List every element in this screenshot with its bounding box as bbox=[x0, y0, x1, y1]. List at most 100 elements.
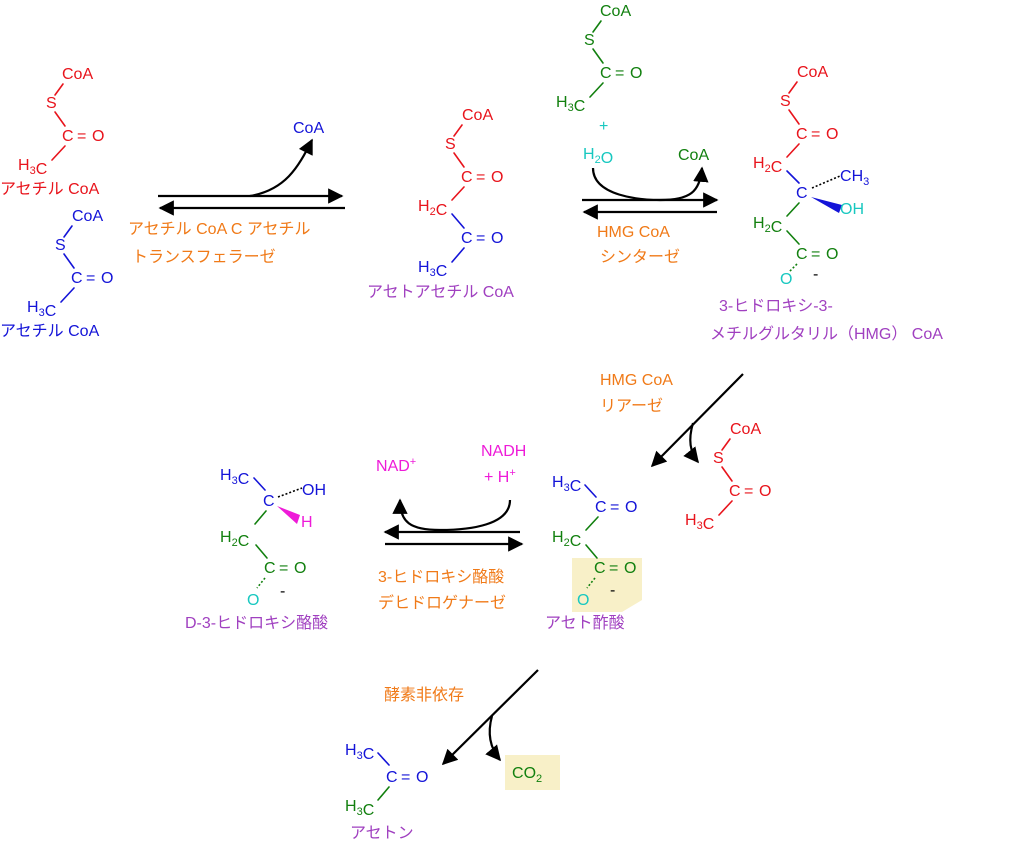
double-bond-label: = bbox=[811, 246, 820, 263]
hmg-synthase-line1: HMG CoA bbox=[597, 224, 670, 241]
methylene-label: H2C bbox=[753, 215, 782, 236]
double-bond-label: = bbox=[279, 560, 288, 577]
oxygen-label: O bbox=[759, 483, 771, 500]
methyl-label: H3C bbox=[345, 798, 374, 819]
hmg-synthase-reaction-arrows: CoA HMG CoA シンターゼ bbox=[582, 147, 719, 266]
acetyl-coa-name: アセチル CoA bbox=[0, 323, 100, 340]
acetyl-coa-green-structure: CoA S C = O H3C + H2O bbox=[556, 3, 642, 167]
plus-sign: + bbox=[599, 118, 608, 135]
acetoacetyl-coa-name: アセトアセチル CoA bbox=[367, 284, 514, 301]
bdh-enzyme-line2: デヒドロゲナーゼ bbox=[378, 593, 506, 612]
coa-label: CoA bbox=[600, 3, 631, 20]
hmg-coa-structure: CoA S C = O H2C C CH3 OH H2C C = O O - 3… bbox=[710, 64, 943, 343]
hmg-lyase-line1: HMG CoA bbox=[600, 372, 673, 389]
methyl-group-label: CH3 bbox=[840, 168, 869, 188]
carboxylate-highlight bbox=[572, 558, 642, 612]
methylene-label: H2C bbox=[753, 155, 782, 176]
carbon-label: C bbox=[600, 65, 612, 82]
hmg-synthase-line2: シンターゼ bbox=[600, 248, 680, 266]
methylene-label: H2C bbox=[418, 198, 447, 219]
methyl-label: H3C bbox=[685, 512, 714, 533]
oxygen-label: O bbox=[294, 560, 306, 577]
co2-highlight bbox=[505, 755, 560, 790]
thiolase-enzyme-line1: アセチル CoA C アセチル bbox=[128, 221, 311, 238]
oxygen-label: O bbox=[491, 230, 503, 247]
methyl-label: H3C bbox=[345, 742, 374, 763]
acetoacetyl-coa-structure: CoA S C = O H2C C = O H3C アセトアセチル CoA bbox=[367, 107, 514, 301]
methyl-label: H3C bbox=[552, 474, 581, 495]
methylene-label: H2C bbox=[220, 529, 249, 550]
oxygen-label: O bbox=[416, 769, 428, 786]
carboxylate-oxygen-label: O bbox=[577, 592, 589, 609]
oxygen-label: O bbox=[630, 65, 642, 82]
acetoacetate-structure: H3C C = O H2C C = O O - アセト酢酸 bbox=[545, 474, 637, 632]
carbon-label: C bbox=[62, 128, 74, 145]
oxygen-label: O bbox=[92, 128, 104, 145]
coa-label: CoA bbox=[797, 64, 828, 81]
methylene-label: H2C bbox=[552, 529, 581, 550]
double-bond-label: = bbox=[476, 169, 485, 186]
coa-label: CoA bbox=[730, 421, 761, 438]
acetyl-coa-name: アセチル CoA bbox=[0, 181, 100, 198]
double-bond-label: = bbox=[86, 270, 95, 287]
carbon-label: C bbox=[594, 560, 606, 577]
thiolase-enzyme-line2: トランスフェラーゼ bbox=[132, 248, 276, 266]
nonenzymatic-label: 酵素非依存 bbox=[384, 686, 464, 704]
double-bond-label: = bbox=[77, 128, 86, 145]
carbon-label: C bbox=[264, 560, 276, 577]
carbon-label: C bbox=[729, 483, 741, 500]
methyl-label: H3C bbox=[27, 299, 56, 320]
methyl-label: H3C bbox=[556, 94, 585, 115]
d-3-hydroxybutyrate-name: D-3-ヒドロキシ酪酸 bbox=[185, 614, 328, 632]
oxygen-label: O bbox=[625, 499, 637, 516]
oxygen-label: O bbox=[826, 246, 838, 263]
hydrogen-label: H bbox=[301, 514, 313, 531]
double-bond-label: = bbox=[744, 483, 753, 500]
carbon-label: C bbox=[595, 499, 607, 516]
released-coa-label: CoA bbox=[678, 147, 709, 164]
hmg-lyase-line2: リアーゼ bbox=[600, 397, 663, 415]
acetyl-coa-blue-structure: CoA S C = O H3C アセチル CoA bbox=[0, 208, 113, 340]
carbon-label: C bbox=[796, 246, 808, 263]
released-acetyl-coa-structure: CoA S C = O H3C bbox=[685, 421, 771, 533]
sulfur-label: S bbox=[713, 450, 724, 467]
hmg-coa-name-line2: メチルグルタリル（HMG） CoA bbox=[710, 325, 943, 343]
methyl-label: H3C bbox=[418, 259, 447, 280]
water-label: H2O bbox=[583, 146, 613, 167]
double-bond-label: = bbox=[615, 65, 624, 82]
coa-label: CoA bbox=[62, 66, 93, 83]
bdh-reaction-arrows: NAD+ NADH + H+ 3-ヒドロキシ酪酸 デヒドロゲナーゼ bbox=[376, 443, 526, 612]
carbon-label: C bbox=[71, 270, 83, 287]
hmg-lyase-reaction-arrows: HMG CoA リアーゼ bbox=[600, 372, 744, 468]
acetyl-coa-red-structure: CoA S C = O H3C アセチル CoA bbox=[0, 66, 104, 198]
bdh-enzyme-line1: 3-ヒドロキシ酪酸 bbox=[378, 568, 504, 586]
released-coa-label: CoA bbox=[293, 120, 324, 137]
carbon-label: C bbox=[796, 126, 808, 143]
double-bond-label: = bbox=[609, 560, 618, 577]
sulfur-label: S bbox=[55, 237, 66, 254]
carbon-label: C bbox=[461, 230, 473, 247]
sulfur-label: S bbox=[584, 32, 595, 49]
nad-label: NAD+ bbox=[376, 456, 416, 475]
double-bond-label: = bbox=[811, 126, 820, 143]
hmg-coa-name-line1: 3-ヒドロキシ-3- bbox=[719, 298, 833, 315]
decarboxylation-reaction-arrows: 酵素非依存 CO2 bbox=[384, 669, 542, 785]
coa-label: CoA bbox=[72, 208, 103, 225]
nadh-label: NADH bbox=[481, 443, 526, 460]
sulfur-label: S bbox=[780, 93, 791, 110]
negative-charge: - bbox=[280, 583, 285, 600]
sulfur-label: S bbox=[445, 136, 456, 153]
negative-charge: - bbox=[813, 266, 818, 283]
double-bond-label: = bbox=[476, 230, 485, 247]
methyl-label: H3C bbox=[220, 467, 249, 488]
double-bond-label: = bbox=[401, 769, 410, 786]
oxygen-label: O bbox=[624, 560, 636, 577]
hydroxyl-label: OH bbox=[840, 201, 864, 218]
hydroxyl-label: OH bbox=[302, 482, 326, 499]
double-bond-label: = bbox=[610, 499, 619, 516]
negative-charge: - bbox=[610, 582, 615, 599]
carboxylate-oxygen-label: O bbox=[247, 592, 259, 609]
carboxylate-oxygen-label: O bbox=[780, 271, 792, 288]
d-3-hydroxybutyrate-structure: H3C C OH H H2C C = O O - D-3-ヒドロキシ酪酸 bbox=[185, 467, 328, 632]
